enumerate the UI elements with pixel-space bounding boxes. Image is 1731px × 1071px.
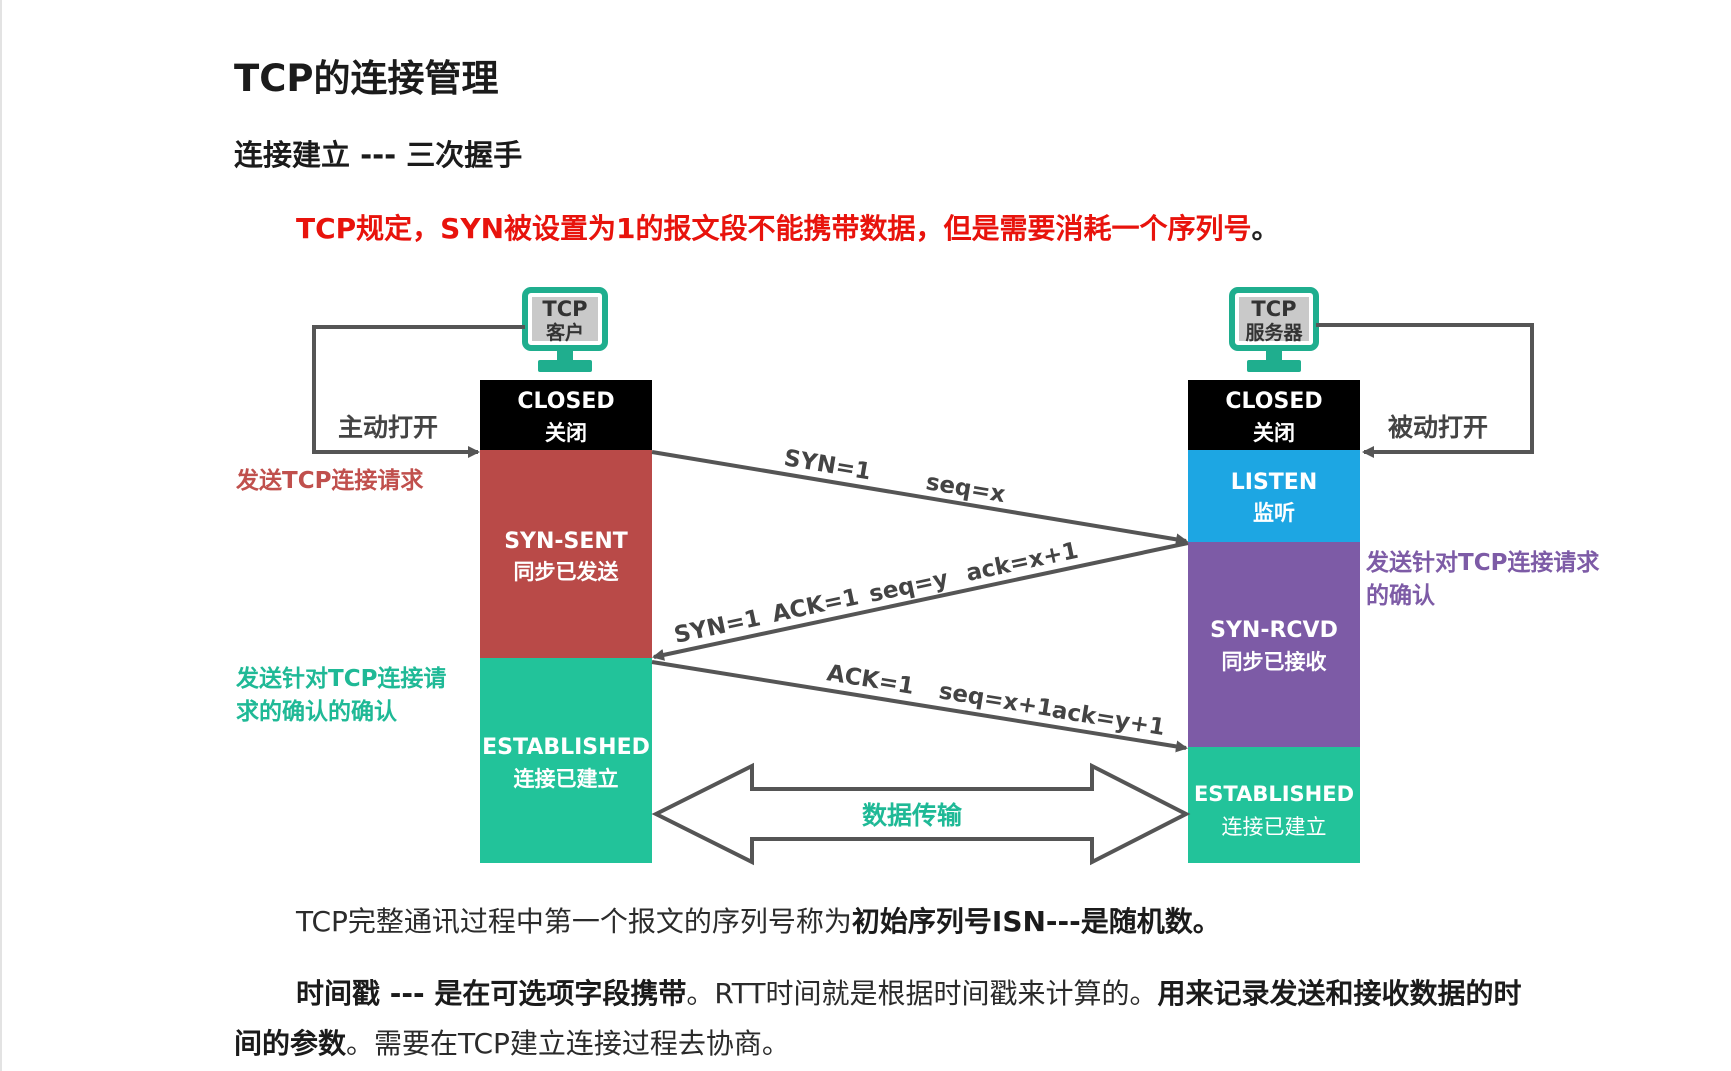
isn-text: TCP完整通讯过程中第一个报文的序列号称为 — [296, 905, 852, 938]
timestamp-bold2: 用来记录发送和接收数据的时 — [1157, 977, 1522, 1010]
send-request-label: 发送TCP连接请求 — [235, 467, 423, 494]
client-established-label: ESTABLISHED — [482, 735, 650, 760]
isn-bold: 初始序列号ISN---是随机数。 — [851, 905, 1221, 938]
server-ack-label-line1: 发送针对TCP连接请求 — [1365, 549, 1599, 576]
server-ack-label-line2: 的确认 — [1366, 582, 1435, 609]
client-ack-ack-label-line1: 发送针对TCP连接请 — [235, 665, 446, 692]
server-closed-cn: 关闭 — [1253, 421, 1295, 445]
client-state-syn-sent — [480, 450, 652, 658]
client-closed-label: CLOSED — [517, 389, 614, 414]
section-heading: 连接建立 --- 三次握手 — [234, 138, 523, 172]
data-transfer-double-arrow — [651, 762, 1191, 866]
client-closed-cn: 关闭 — [545, 421, 587, 445]
server-syn-rcvd-label: SYN-RCVD — [1210, 618, 1338, 643]
server-state-listen — [1188, 450, 1360, 542]
server-listen-cn: 监听 — [1253, 501, 1295, 525]
client-monitor-label-name: 客户 — [546, 321, 584, 344]
page-left-border — [0, 0, 2, 1071]
active-open-loop-arrow — [312, 325, 525, 458]
client-monitor-label-tcp: TCP — [542, 297, 587, 321]
syn-message-arrow — [651, 450, 1188, 546]
timestamp-paragraph-line2: 间的参数。需要在TCP建立连接过程去协商。 — [234, 1022, 790, 1062]
server-established-cn: 连接已建立 — [1222, 815, 1327, 839]
page-title: TCP的连接管理 — [234, 57, 499, 100]
ack-message-arrow — [651, 660, 1188, 753]
client-syn-sent-cn: 同步已发送 — [514, 560, 620, 584]
server-listen-label: LISTEN — [1231, 470, 1318, 495]
data-transfer-label: 数据传输 — [862, 801, 963, 830]
timestamp-text2: 。需要在TCP建立连接过程去协商。 — [346, 1027, 790, 1060]
client-established-cn: 连接已建立 — [514, 767, 619, 791]
timestamp-bold3: 间的参数 — [234, 1027, 347, 1060]
client-syn-sent-label: SYN-SENT — [504, 529, 628, 554]
passive-open-loop-arrow — [1316, 323, 1534, 458]
server-state-closed — [1188, 380, 1360, 450]
client-state-closed — [480, 380, 652, 450]
client-state-established — [480, 658, 652, 863]
client-ack-ack-label-line2: 求的确认的确认 — [236, 698, 397, 725]
highlight-note: TCP规定，SYN被设置为1的报文段不能携带数据，但是需要消耗一个序列号。 — [296, 207, 1280, 247]
server-monitor-label-name: 服务器 — [1245, 321, 1303, 344]
server-monitor-icon: TCP 服务器 — [1229, 287, 1319, 372]
passive-open-label: 被动打开 — [1388, 413, 1488, 442]
client-monitor-icon: TCP 客户 — [522, 287, 608, 372]
isn-paragraph: TCP完整通讯过程中第一个报文的序列号称为初始序列号ISN---是随机数。 — [296, 900, 1221, 940]
timestamp-text1: 。RTT时间就是根据时间戳来计算的。 — [686, 977, 1158, 1010]
server-syn-rcvd-cn: 同步已接收 — [1222, 650, 1327, 674]
server-established-label: ESTABLISHED — [1194, 782, 1354, 806]
highlight-note-text: TCP规定，SYN被设置为1的报文段不能携带数据，但是需要消耗一个序列号 — [296, 212, 1252, 245]
timestamp-paragraph-line1: 时间戳 --- 是在可选项字段携带。RTT时间就是根据时间戳来计算的。用来记录发… — [296, 972, 1522, 1012]
server-state-syn-rcvd — [1188, 542, 1360, 747]
syn-ack-message-arrow — [652, 541, 1189, 661]
active-open-label: 主动打开 — [338, 413, 438, 442]
highlight-note-punct: 。 — [1251, 212, 1280, 245]
server-monitor-label-tcp: TCP — [1251, 297, 1296, 321]
timestamp-bold1: 时间戳 --- 是在可选项字段携带 — [296, 977, 687, 1010]
server-state-established — [1188, 747, 1360, 863]
server-closed-label: CLOSED — [1225, 389, 1322, 414]
